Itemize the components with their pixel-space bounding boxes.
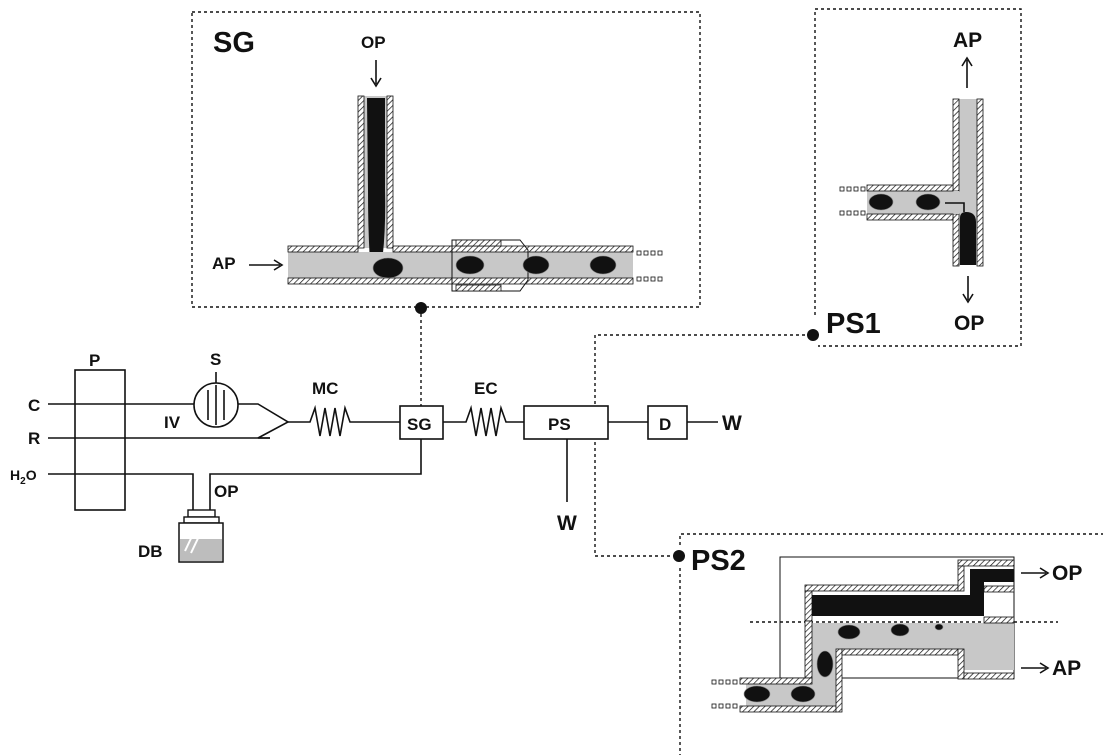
ps2-panel-title: PS2 [691, 545, 746, 577]
segmenter-label: SG [407, 415, 432, 434]
pump-box [74, 369, 126, 511]
line-organic-phase [209, 439, 422, 522]
sg-droplets [372, 255, 617, 279]
line-h2o [48, 473, 194, 522]
flow-schematic: P C R H2O S IV MC SG EC PS [10, 350, 742, 563]
merge-junction [238, 403, 290, 439]
ps1-droplets [868, 193, 941, 211]
ps2-droplets [743, 623, 944, 703]
ps1-side-tube [839, 184, 965, 221]
ps1-op-label: OP [954, 312, 984, 335]
detector-box [647, 405, 688, 440]
sg-ap-label: AP [212, 254, 236, 273]
extraction-coil [443, 404, 524, 437]
ps2-detail-panel: PS2 [673, 533, 1103, 755]
ps1-panel-title: PS1 [826, 308, 881, 340]
phase-separator-label: PS [548, 415, 571, 434]
ps2-connector-line [594, 442, 673, 557]
injection-valve-label: IV [164, 413, 181, 432]
sg-ap-arrow [249, 259, 284, 271]
ps1-tube-end-marks [839, 186, 866, 216]
ps1-connector-line [594, 334, 808, 410]
mixing-coil-label: MC [312, 379, 338, 398]
mixing-coil [288, 404, 400, 437]
ps1-panel-border [814, 8, 1022, 347]
sg-op-label: OP [361, 33, 386, 52]
syringe-label: S [210, 350, 221, 369]
sg-connection-dot [415, 302, 427, 314]
drain-bottle-label: DB [138, 542, 163, 561]
ps1-vertical-tube [952, 98, 984, 267]
ps2-ap-label: AP [1052, 657, 1081, 680]
pump-label: P [89, 351, 100, 370]
ps2-ap-arrow [1021, 662, 1050, 674]
sg-vertical-tube [357, 95, 394, 262]
sg-oil-stream [367, 98, 386, 262]
extraction-coil-label: EC [474, 379, 498, 398]
ps2-panel-border [679, 533, 1103, 755]
drain-bottle [178, 509, 224, 563]
organic-phase-label: OP [214, 482, 239, 501]
detector-label: D [659, 415, 671, 434]
ps1-ap-label: AP [953, 29, 982, 52]
ps1-connection-dot [807, 329, 819, 341]
inlet-c-label: C [28, 396, 40, 415]
sg-panel-border [191, 11, 701, 308]
sg-op-arrow [370, 60, 382, 88]
ps2-connection-dot [673, 550, 685, 562]
waste-label-2: W [557, 512, 577, 535]
ps1-op-arrow [962, 276, 974, 304]
phase-separator-box [523, 405, 609, 440]
ps1-ap-arrow [961, 56, 973, 88]
injection-valve [193, 382, 239, 428]
ps2-oil-channel [812, 569, 1014, 616]
detail-connectors [415, 302, 808, 557]
sg-tube-end-marks [636, 250, 663, 282]
ps1-detail-panel: AP OP [807, 8, 1022, 347]
ps1-oil-stream [960, 212, 976, 265]
sg-panel-title: SG [213, 27, 255, 59]
ps2-op-arrow [1021, 567, 1050, 579]
sg-detail-panel: SG OP AP [191, 11, 701, 308]
ps2-tube-end-marks [711, 679, 738, 709]
inlet-h2o-label: H2O [10, 467, 37, 487]
waste-label-1: W [722, 412, 742, 435]
inlet-r-label: R [28, 429, 40, 448]
ps2-op-label: OP [1052, 562, 1082, 585]
